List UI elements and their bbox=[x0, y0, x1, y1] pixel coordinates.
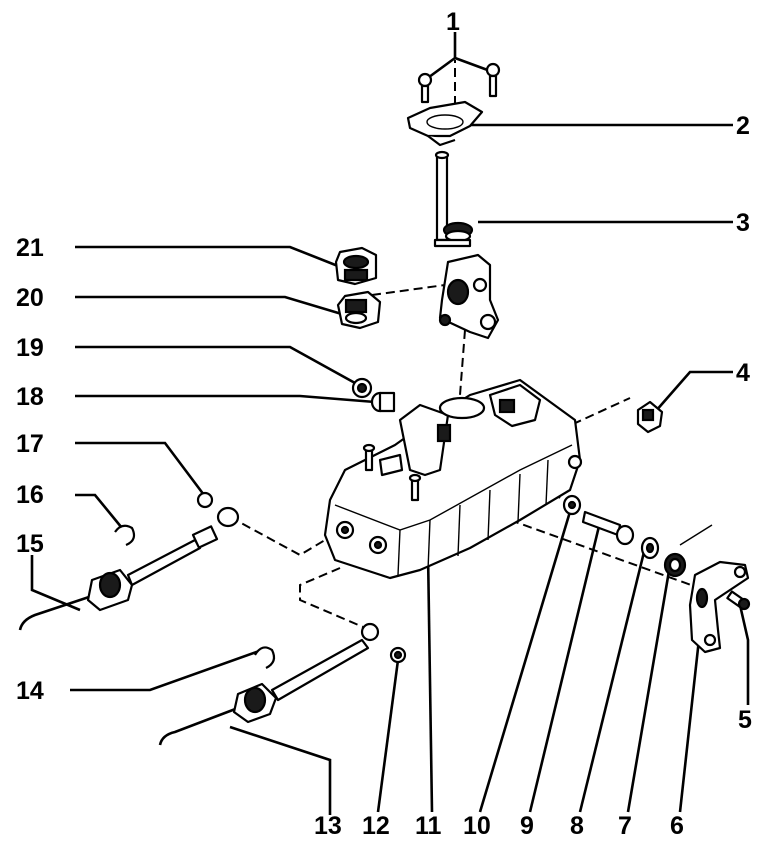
leader-21 bbox=[75, 245, 344, 270]
part-15-cable-upper bbox=[18, 525, 219, 631]
assembly-line-lever bbox=[459, 329, 466, 396]
part-7-spring-washer bbox=[663, 524, 713, 578]
part-16-clip bbox=[114, 524, 136, 547]
callout-6: 6 bbox=[670, 812, 684, 840]
part-12-nut bbox=[389, 646, 407, 664]
leader-11 bbox=[426, 551, 434, 813]
leader-20 bbox=[75, 295, 346, 317]
callout-16: 16 bbox=[16, 481, 44, 509]
callout-19: 19 bbox=[16, 334, 44, 362]
leader-6 bbox=[678, 629, 702, 813]
leader-1a bbox=[424, 32, 457, 82]
assembly-line-bracket bbox=[509, 519, 706, 591]
leader-9 bbox=[528, 521, 602, 813]
callout-1: 1 bbox=[446, 8, 460, 36]
leader-10 bbox=[478, 504, 574, 813]
part-21-bushing-upper bbox=[334, 246, 378, 286]
part-13-cable-lower bbox=[158, 622, 380, 746]
part-10-bush bbox=[562, 494, 582, 516]
part-20-bushing-lower bbox=[336, 290, 382, 330]
assembly-line-cable-15 bbox=[229, 516, 326, 557]
assembly-line-cable-13 bbox=[299, 567, 371, 631]
leader-8 bbox=[578, 547, 647, 813]
leader-lines bbox=[30, 32, 750, 815]
part-6-bracket bbox=[688, 560, 750, 654]
callout-4: 4 bbox=[736, 359, 750, 387]
leader-16 bbox=[75, 493, 124, 529]
callout-10: 10 bbox=[463, 812, 491, 840]
assembly-line-bushing bbox=[371, 284, 446, 296]
callout-7: 7 bbox=[618, 812, 632, 840]
part-8-washer bbox=[640, 536, 660, 560]
leader-12 bbox=[376, 659, 400, 813]
part-3-shift-rod bbox=[433, 150, 474, 248]
callout-12: 12 bbox=[362, 812, 390, 840]
callout-11: 11 bbox=[415, 812, 442, 840]
leader-15 bbox=[30, 555, 81, 612]
part-19-washer bbox=[351, 377, 373, 399]
callout-5: 5 bbox=[738, 706, 752, 734]
leader-17 bbox=[75, 441, 206, 496]
leader-14 bbox=[70, 648, 263, 692]
part-17-nut bbox=[196, 491, 240, 528]
callout-18: 18 bbox=[16, 383, 44, 411]
part-5-bolt bbox=[726, 590, 751, 611]
callout-2: 2 bbox=[736, 112, 750, 140]
part-14-clip bbox=[254, 646, 276, 669]
callout-9: 9 bbox=[520, 812, 534, 840]
part-1-screws bbox=[417, 62, 501, 104]
callout-14: 14 bbox=[16, 677, 44, 705]
leader-13 bbox=[229, 725, 332, 815]
leader-7 bbox=[626, 564, 672, 813]
part-11-housing bbox=[323, 378, 583, 580]
part-2-cover-plate bbox=[406, 100, 484, 147]
callout-17: 17 bbox=[16, 430, 44, 458]
callout-15: 15 bbox=[16, 530, 44, 558]
callout-8: 8 bbox=[570, 812, 584, 840]
part-9-shaft bbox=[581, 510, 635, 546]
assembly-line-clip bbox=[559, 397, 631, 431]
callout-13: 13 bbox=[314, 812, 342, 840]
leader-5 bbox=[738, 604, 750, 705]
callout-labels: 1 2 3 4 5 6 7 8 9 10 11 12 13 14 15 16 1… bbox=[16, 8, 752, 840]
leader-19 bbox=[75, 345, 356, 385]
leader-18 bbox=[75, 394, 376, 404]
part-lever-housing bbox=[438, 253, 500, 340]
callout-21: 21 bbox=[16, 234, 44, 262]
leader-4 bbox=[654, 370, 733, 413]
callout-3: 3 bbox=[736, 209, 750, 237]
part-4-clip bbox=[636, 400, 664, 434]
part-18-bushing bbox=[370, 391, 396, 413]
callout-20: 20 bbox=[16, 284, 44, 312]
